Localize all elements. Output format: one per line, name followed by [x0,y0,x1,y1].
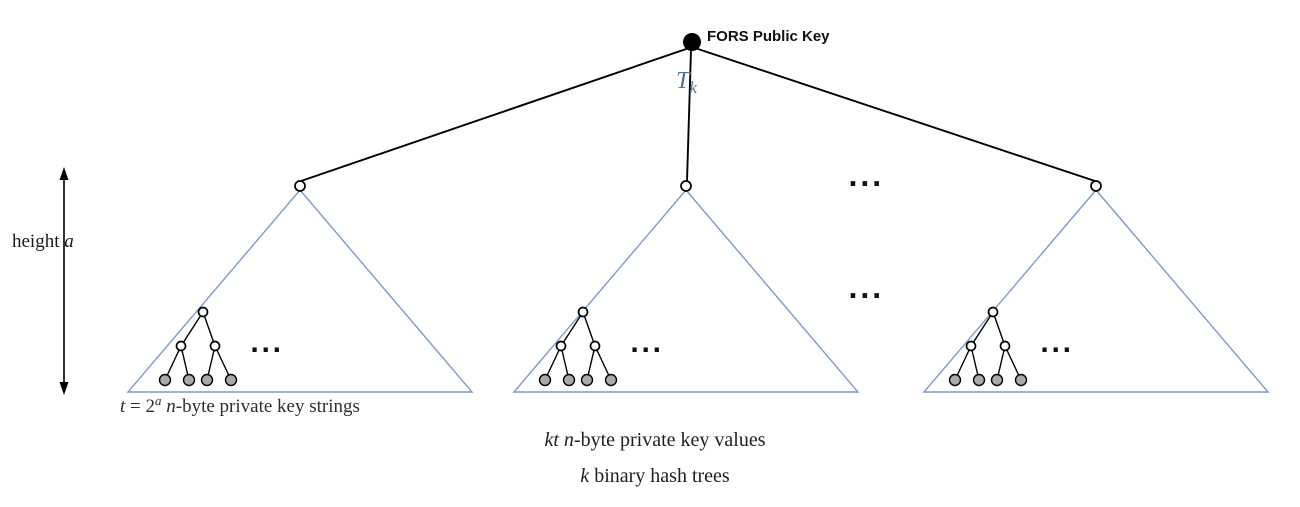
tree-3-root-node [1090,180,1102,192]
tree-2-root-node [680,180,692,192]
edge-root-to-tree-2 [686,49,692,182]
tree-1-root-node [294,180,306,192]
merkle-tree-2-outline [512,188,860,393]
edge-root-to-tree-3 [691,46,1096,182]
merkle-tree-3-outline [922,188,1270,393]
leaf-strings-caption: t = 2a n-byte private key strings [120,393,360,417]
edge-root-to-tree-1 [300,46,693,182]
public-key-label: FORS Public Key [707,28,830,45]
ellipsis-tree-3: ... [1040,330,1073,358]
ellipsis-tree-1: ... [250,330,283,358]
mini-hash-tree-3 [948,306,1028,387]
ellipsis-tree-2: ... [630,330,663,358]
kt-values-caption: kt n-byte private key values [544,429,765,451]
ellipsis-between-trees-top: ... [848,163,884,193]
ellipsis-between-trees-mid: ... [848,275,884,305]
mini-hash-tree-1 [158,306,238,387]
merkle-tree-1-outline [126,188,474,393]
height-arrow [59,167,69,395]
root-node-label: Tk [676,68,697,97]
height-label: height a [12,231,74,252]
height-arrow-head-top [59,167,69,180]
height-arrow-head-bottom [59,382,69,395]
mini-hash-tree-2 [538,306,618,387]
hash-trees-caption: k binary hash trees [580,465,730,487]
fors-public-key-node [683,33,701,51]
